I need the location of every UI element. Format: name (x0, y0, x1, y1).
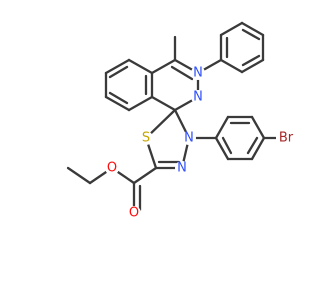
atom-n-lower-left: N (175, 161, 189, 176)
bond-benzo-5 (104, 58, 131, 75)
bond-aryl-3 (250, 115, 266, 140)
bonds (66, 21, 283, 215)
bond-phenyl-3-double (241, 28, 261, 41)
bond-aryl-1 (214, 115, 230, 140)
atom-n-upper-label: N (193, 66, 203, 81)
bond-aryl-6 (214, 136, 230, 161)
atom-s-label: S (142, 131, 150, 146)
atom-n-phenyl-label: N (193, 90, 203, 105)
bond-c2-carbonyl (132, 166, 158, 185)
bond-benzo-5-double (108, 65, 129, 79)
atom-o-carbonyl: O (127, 206, 141, 221)
bond-phenyl-3 (240, 21, 265, 37)
bond-aryl-4-double (246, 136, 259, 155)
bond-benzo-3-double (108, 91, 129, 105)
molecule-structure: N N N N S O O Br (66, 21, 296, 221)
atom-br: Br (276, 131, 296, 146)
atom-n-lower-right: N (182, 131, 196, 146)
atom-br-label: Br (279, 131, 294, 146)
bond-benzo-6 (127, 58, 154, 75)
bond-phenyl-2 (219, 21, 244, 37)
bond-c4-n3-double (170, 65, 194, 81)
bond-benzo-3 (104, 95, 131, 112)
atom-s: S (139, 131, 153, 146)
atom-o-ester: O (105, 161, 119, 176)
atom-n-lower-left-label: N (177, 161, 187, 176)
bond-benzo-2 (127, 95, 154, 112)
bond-phenyl-6 (219, 58, 244, 74)
bond-ch2-ch3 (66, 166, 92, 185)
bond-aryl-6-double (221, 136, 233, 155)
bond-phenyl-5 (240, 58, 265, 74)
atom-n-upper: N (191, 66, 205, 81)
atom-n-phenyl: N (191, 90, 205, 105)
bond-spiro-c8a (150, 95, 177, 112)
atom-o-carbonyl-label: O (129, 206, 139, 221)
atom-n-lower-right-label: N (184, 131, 194, 146)
atom-o-ester-label: O (107, 161, 117, 176)
bond-aryl-4 (250, 136, 266, 161)
bond-phenyl-5-double (241, 54, 261, 67)
bond-c4a-c4 (150, 58, 177, 75)
atom-labels: N N N N S O O Br (105, 66, 296, 221)
